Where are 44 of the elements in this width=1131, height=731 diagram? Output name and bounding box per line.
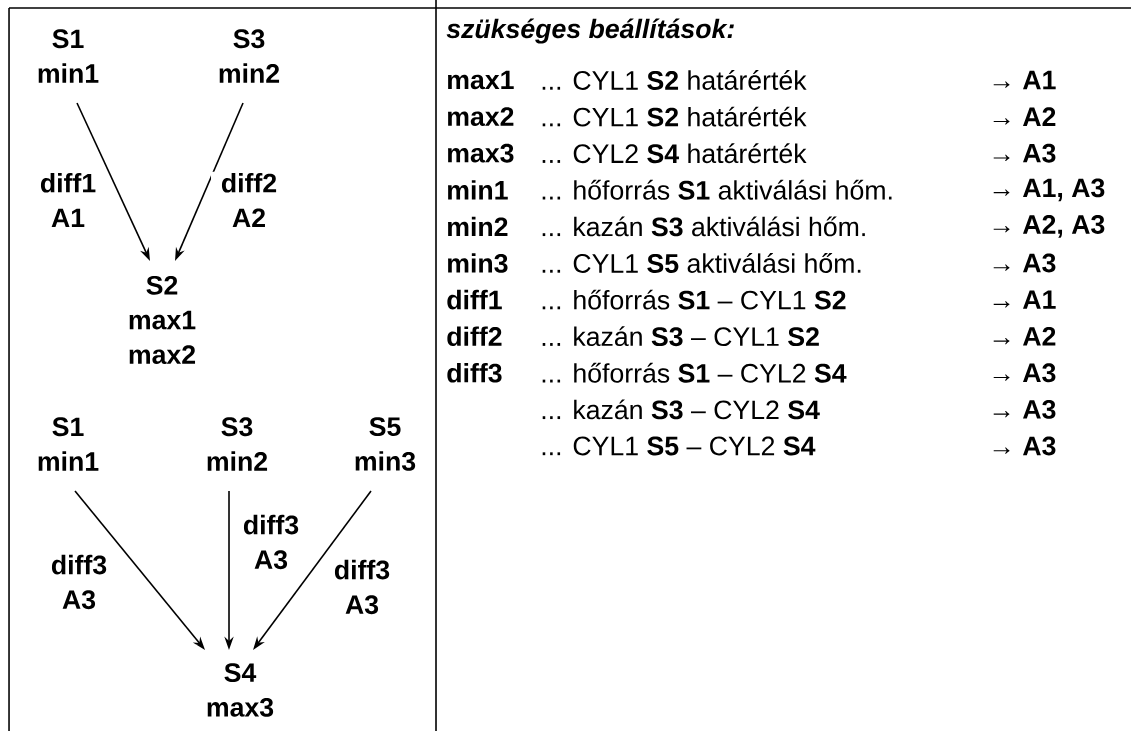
sensor-label: S3 min2 bbox=[219, 29, 280, 83]
output-assignment: → A3 bbox=[993, 363, 1056, 383]
setting-name: min2 bbox=[448, 216, 508, 237]
output-assignment: → A1, A3 bbox=[993, 178, 1105, 202]
setting-description: ... CYL2 S4 határérték bbox=[542, 143, 807, 164]
setting-description: ... CYL1 S2 határérték bbox=[542, 106, 807, 127]
output-assignment: → A2 bbox=[993, 326, 1056, 346]
setting-name: diff3 bbox=[447, 363, 502, 383]
output-assignment: → A1 bbox=[993, 70, 1056, 90]
heading: szükséges beállítások: bbox=[446, 18, 734, 44]
edge-label: diff3 A3 bbox=[324, 558, 400, 616]
output-assignment: → A1 bbox=[993, 290, 1056, 309]
setting-name: diff2 bbox=[447, 326, 502, 346]
setting-name: min3 bbox=[448, 253, 508, 273]
output-assignment: → A3 bbox=[993, 399, 1056, 419]
setting-name: min1 bbox=[448, 180, 508, 200]
setting-description: ... hőforrás S1 aktiválási hőm. bbox=[542, 179, 892, 200]
setting-description: ... kazán S3 aktiválási hőm. bbox=[542, 216, 865, 237]
output-assignment: → A3 bbox=[993, 436, 1056, 456]
setting-description: ... CYL1 S5 aktiválási hőm. bbox=[542, 253, 861, 273]
output-assignment: → A3 bbox=[993, 143, 1056, 163]
setting-description: ... kazán S3 – CYL1 S2 bbox=[542, 326, 819, 347]
sensor-label: S4 max3 bbox=[207, 663, 274, 717]
setting-description: ... hőforrás S1 – CYL1 S2 bbox=[542, 289, 846, 310]
setting-description: ... CYL1 S5 – CYL2 S4 bbox=[542, 436, 816, 456]
sensor-label: S2 max1 max2 bbox=[129, 275, 196, 365]
sensor-label: S5 min3 bbox=[355, 417, 416, 471]
setting-name: max3 bbox=[448, 143, 514, 163]
setting-description: ... kazán S3 – CYL2 S4 bbox=[542, 399, 820, 420]
edge-label: diff3 A3 bbox=[233, 513, 309, 571]
output-assignment: → A2, A3 bbox=[993, 215, 1105, 238]
setting-description: ... hőforrás S1 – CYL2 S4 bbox=[542, 362, 847, 383]
setting-name: diff1 bbox=[447, 289, 502, 310]
edge-label: diff3 A3 bbox=[41, 553, 117, 611]
setting-name: max2 bbox=[448, 107, 514, 127]
setting-description: ... CYL1 S2 határérték bbox=[542, 70, 807, 90]
sensor-label: S3 min2 bbox=[207, 417, 268, 471]
edge-label: diff2 A2 bbox=[211, 171, 287, 229]
output-assignment: → A2 bbox=[993, 107, 1056, 126]
setting-name: max1 bbox=[448, 70, 514, 90]
sensor-label: S1 min1 bbox=[38, 29, 99, 83]
output-assignment: → A3 bbox=[993, 253, 1056, 273]
sensor-label: S1 min1 bbox=[38, 417, 99, 471]
edge-label: diff1 A1 bbox=[30, 171, 106, 229]
